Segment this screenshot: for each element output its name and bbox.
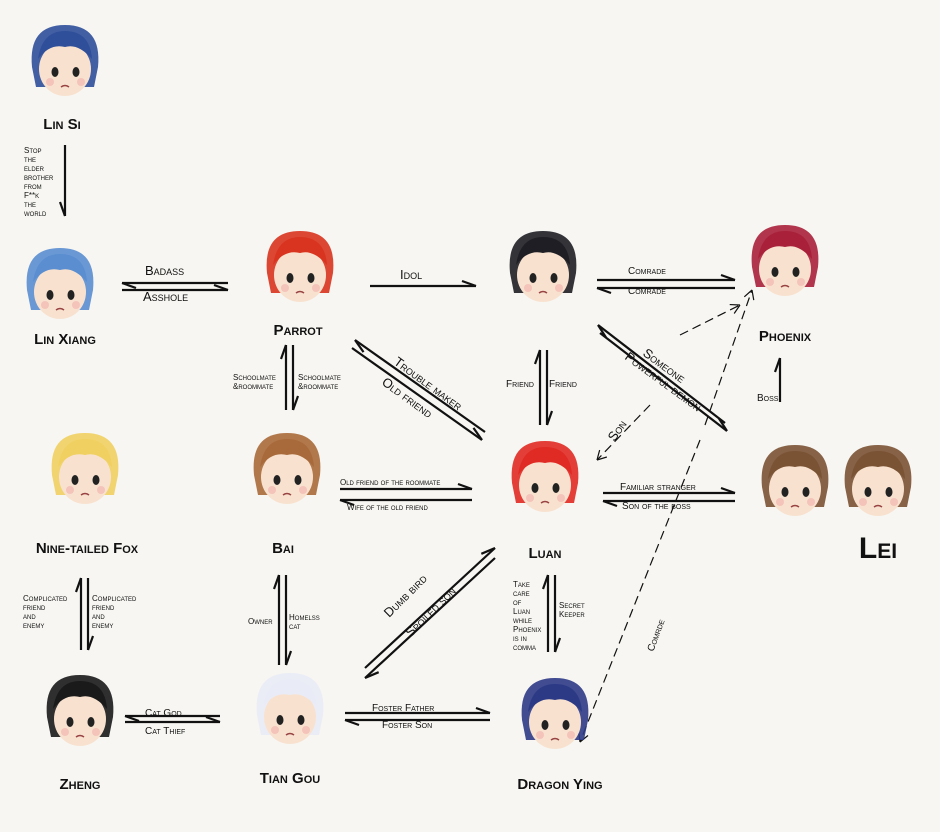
arrowhead xyxy=(720,486,736,495)
label-owner: Owner xyxy=(248,617,273,626)
label-comrade-1: Comrade xyxy=(628,266,666,277)
label-badass: Badass xyxy=(145,263,185,278)
arrowhead xyxy=(545,410,554,426)
label-cat-god: Cat God xyxy=(145,708,182,719)
name-tian-gou: Tian Gou xyxy=(259,770,321,787)
relation-arrow xyxy=(704,289,753,426)
avatar-lei-1 xyxy=(750,437,840,527)
arrowhead xyxy=(457,482,473,491)
arrowhead xyxy=(86,635,95,651)
label-foster-son: Foster Son xyxy=(382,720,433,731)
label-son-of-boss: Son of the boss xyxy=(622,501,691,512)
arrowhead xyxy=(596,286,612,295)
arrowhead xyxy=(354,339,365,353)
label-schoolmate-2: Schoolmate &roommate xyxy=(298,373,341,391)
relation-arrow xyxy=(351,347,483,441)
arrowhead xyxy=(58,201,67,217)
relation-arrow xyxy=(596,404,651,461)
name-lin-xiang: Lin Xiang xyxy=(34,331,96,348)
arrowhead xyxy=(124,714,140,723)
arrowhead xyxy=(720,273,736,282)
arrowhead xyxy=(284,650,293,666)
name-luan: Luan xyxy=(528,545,562,562)
arrowhead xyxy=(475,706,491,715)
avatar-parrot xyxy=(255,223,345,313)
name-parrot: Parrot xyxy=(273,322,323,339)
relation-arrow xyxy=(597,324,726,424)
label-schoolmate-1: Schoolmate &roommate xyxy=(233,373,276,391)
label-old-friend-of-roommate: Old friend of the roommate xyxy=(340,478,441,487)
arrowhead xyxy=(541,574,550,590)
label-comrade-2: Comrade xyxy=(628,286,666,297)
avatar-lei-2 xyxy=(833,437,923,527)
arrowhead xyxy=(743,289,755,301)
arrowhead xyxy=(533,349,542,365)
relation-arrow xyxy=(354,339,486,433)
arrowhead xyxy=(213,283,229,292)
name-zheng: Zheng xyxy=(59,776,101,793)
name-bai: Bai xyxy=(272,540,294,557)
avatar-cyclops xyxy=(498,223,588,313)
avatar-nine-tailed-fox xyxy=(40,425,130,515)
relation-arrow xyxy=(364,547,496,669)
avatar-lin-xiang xyxy=(15,240,105,330)
label-foster-father: Foster Father xyxy=(372,703,435,714)
name-nine-tailed-fox: Nine-tailed Fox xyxy=(35,540,139,557)
arrowhead xyxy=(279,344,288,360)
label-friend-2: Friend xyxy=(549,379,577,390)
label-familiar-stranger: Familiar stranger xyxy=(620,482,696,493)
arrowhead xyxy=(205,715,221,724)
arrowhead xyxy=(729,303,741,314)
label-boss: Boss xyxy=(757,393,779,404)
arrowhead xyxy=(74,577,83,593)
arrowhead xyxy=(461,279,477,288)
label-cat-thief: Cat Thief xyxy=(145,726,186,737)
arrowhead xyxy=(718,417,728,432)
avatar-phoenix xyxy=(740,217,830,307)
arrowhead xyxy=(472,427,483,441)
relation-arrow xyxy=(364,557,496,679)
name-lei: Lei xyxy=(858,532,898,565)
avatar-dragon-ying xyxy=(510,670,600,760)
label-secret-keeper: Secret Keeper xyxy=(559,601,585,619)
arrowhead xyxy=(364,671,380,680)
arrowhead xyxy=(602,499,618,508)
arrowhead xyxy=(344,718,360,727)
label-take-care-of-luan: Take care of Luan while Phoenix is in co… xyxy=(513,580,542,652)
relation-arrow xyxy=(579,439,701,743)
label-wife-of-old-friend: Wife of the old friend xyxy=(347,503,428,512)
arrowhead xyxy=(272,574,281,590)
avatar-zheng xyxy=(35,667,125,757)
label-idol: Idol xyxy=(400,267,423,282)
arrowhead xyxy=(339,498,355,507)
arrowhead xyxy=(291,395,300,411)
relation-arrow xyxy=(599,332,728,432)
arrowhead xyxy=(553,637,562,653)
arrowhead xyxy=(773,357,782,373)
avatar-bai xyxy=(242,425,332,515)
name-lin-si: Lin Si xyxy=(43,116,81,133)
name-phoenix: Phoenix xyxy=(758,328,812,345)
label-asshole: Asshole xyxy=(143,289,189,304)
label-homeless-cat: Homelss cat xyxy=(289,613,320,631)
label-stop-elder-brother: Stop the elder brother from F**k the wor… xyxy=(24,146,54,218)
label-complicated-2: Complicated friend and enemy xyxy=(92,594,137,630)
arrowhead xyxy=(121,281,137,290)
label-friend-1: Friend xyxy=(506,379,534,390)
name-dragon-ying: Dragon Ying xyxy=(517,776,603,793)
avatar-lin-si xyxy=(20,17,110,107)
arrowhead xyxy=(596,449,608,461)
relation-arrow xyxy=(679,304,741,336)
avatar-tian-gou xyxy=(245,665,335,755)
arrowhead xyxy=(480,546,496,555)
label-complicated-1: Complicated friend and enemy xyxy=(23,594,68,630)
avatar-luan xyxy=(500,433,590,523)
